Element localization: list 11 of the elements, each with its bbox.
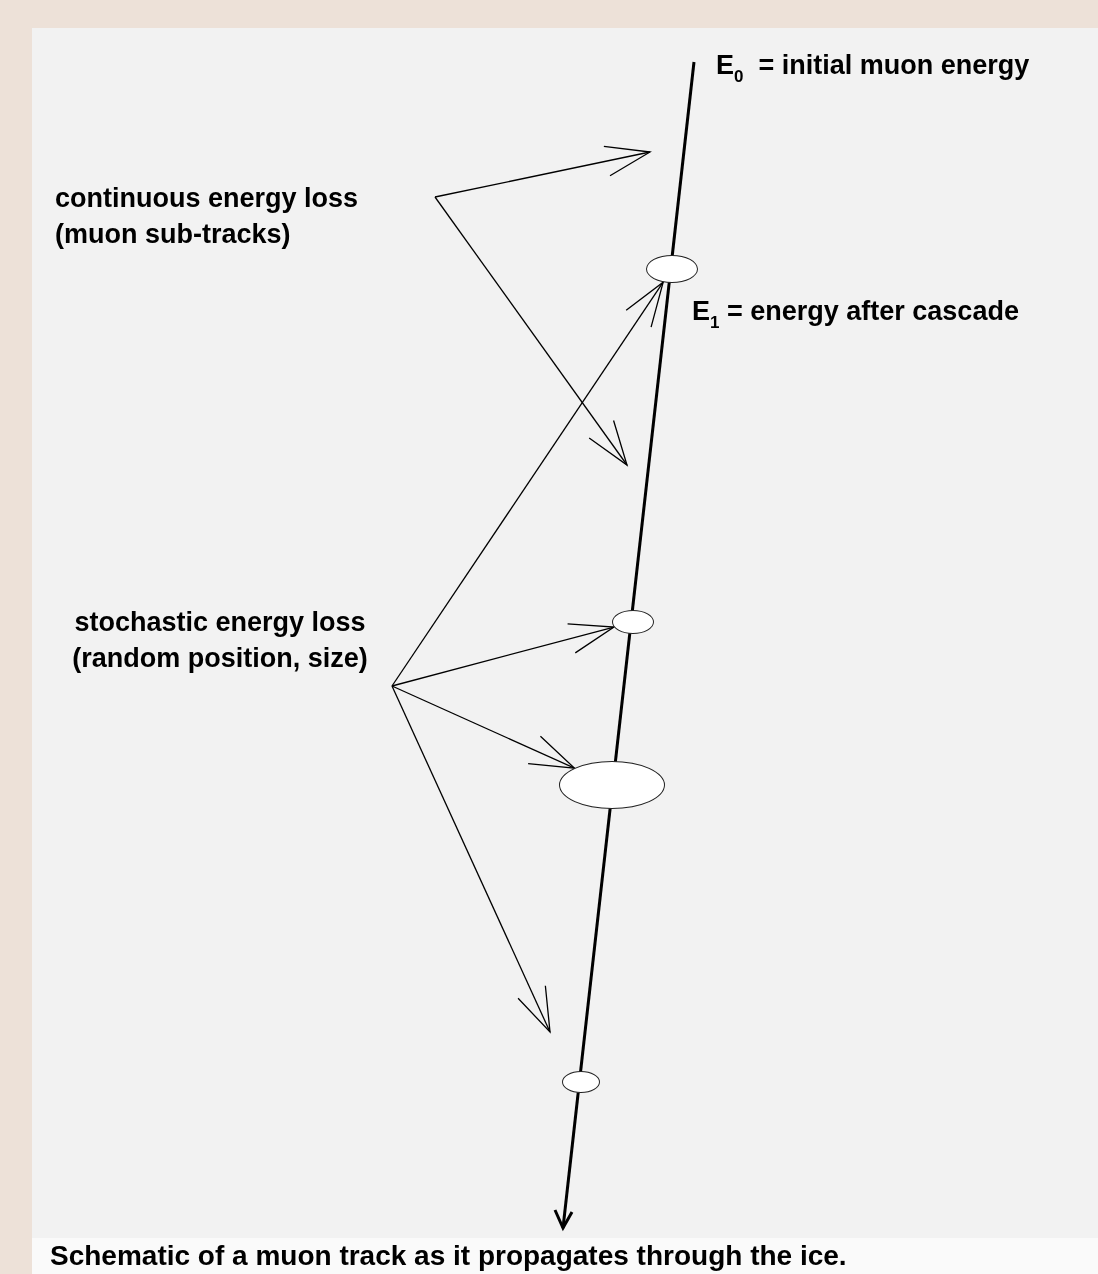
arrow — [391, 685, 576, 769]
caption: Schematic of a muon track as it propagates through the ice. — [50, 1240, 847, 1272]
energy-label: E$_{0}$ = initial muon energy — [716, 50, 1030, 87]
arrow — [434, 196, 628, 466]
annotation-text: continuous energy loss (muon sub-tracks) — [55, 182, 360, 251]
arrow — [391, 685, 551, 1033]
arrow — [434, 145, 651, 198]
annotation-text: stochastic energy loss (random position, size) — [71, 606, 369, 675]
arrow — [391, 623, 615, 687]
energy-label: E$_{1}$ = energy after cascade — [692, 296, 1019, 333]
arrow — [391, 281, 664, 687]
